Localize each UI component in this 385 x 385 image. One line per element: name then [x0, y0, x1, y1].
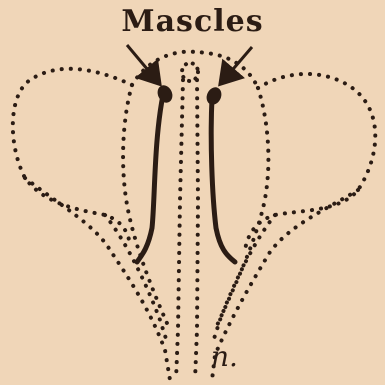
right-arrow	[222, 47, 252, 82]
column-left	[176, 80, 183, 380]
left-petal	[13, 69, 132, 245]
left-arrow	[127, 45, 158, 82]
right-petal	[245, 74, 375, 250]
right-muscle-head	[204, 85, 224, 107]
right-inner-wall	[215, 88, 268, 330]
right-muscle	[211, 98, 235, 262]
upper-arch	[132, 52, 258, 88]
left-inner-wall	[123, 85, 170, 330]
figure-mark: n.	[211, 340, 238, 373]
column-top	[182, 63, 198, 81]
stem-right-inner	[212, 215, 275, 345]
left-muscle-head	[155, 83, 175, 105]
left-muscle	[137, 95, 163, 262]
column-right	[195, 80, 198, 380]
stem-left-inner	[105, 215, 168, 345]
